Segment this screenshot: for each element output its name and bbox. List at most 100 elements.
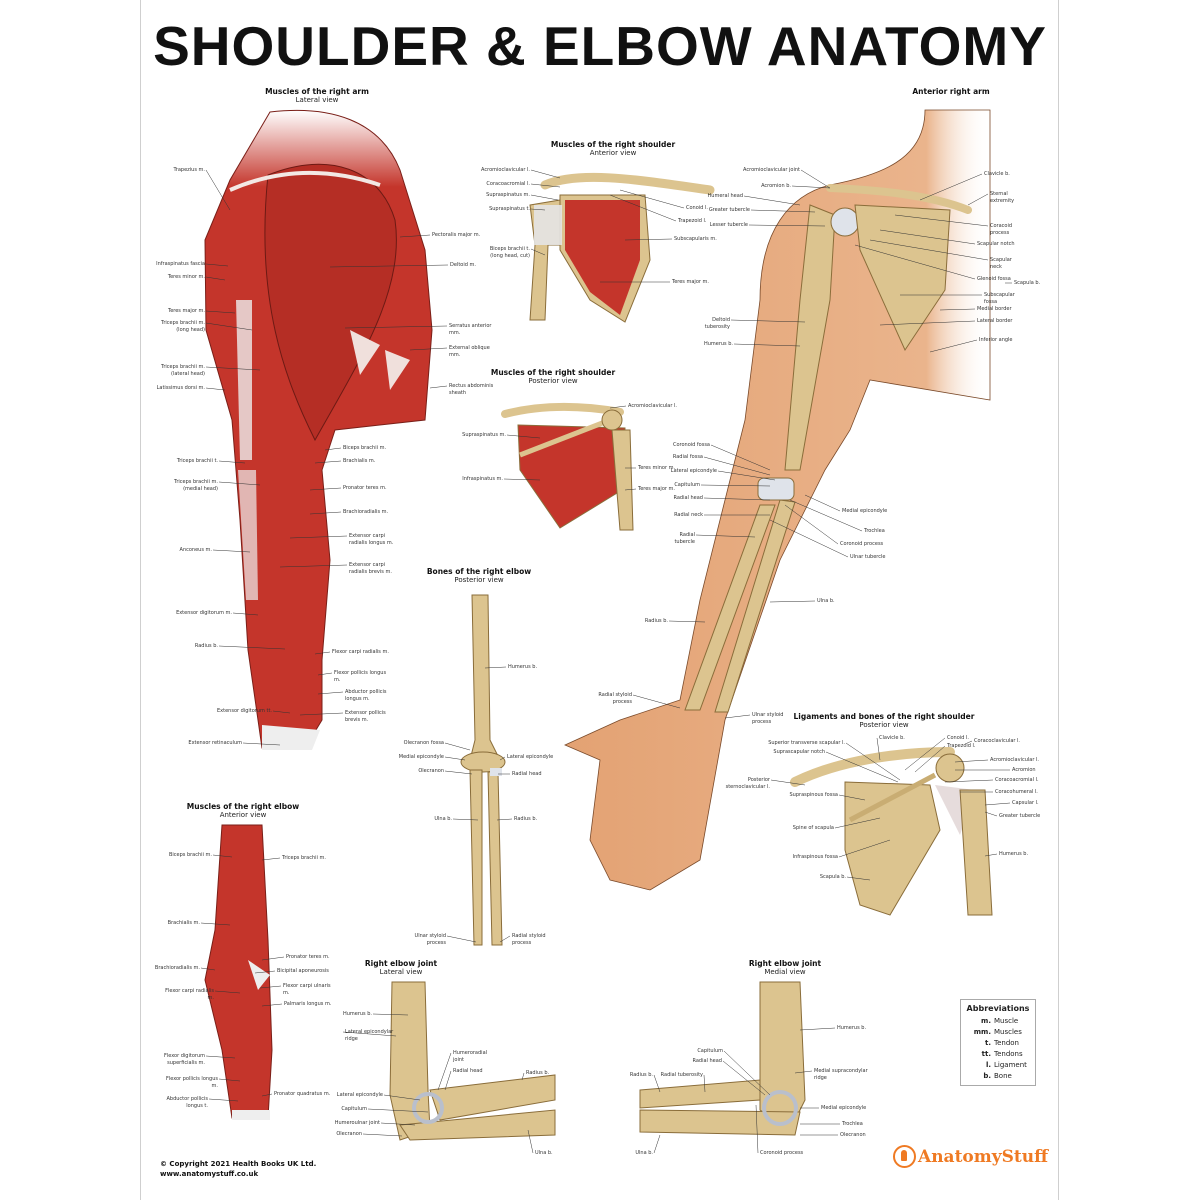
- leader-line: [317, 672, 333, 676]
- anatomy-label: Pronator teres m.: [343, 485, 387, 491]
- leader-line: [919, 173, 983, 201]
- logo-text: AnatomyStuff: [918, 1146, 1049, 1167]
- anatomy-label: Humerus b.: [508, 664, 538, 670]
- anatomy-label: Coronoid process: [840, 541, 884, 547]
- leader-line: [317, 691, 344, 695]
- elbow-joint-lateral-illustration: [389, 981, 556, 1141]
- leader-line: [784, 504, 839, 545]
- leader-line: [609, 405, 627, 409]
- leader-line: [289, 535, 348, 539]
- anatomy-label: Coronoid fossa: [672, 442, 710, 448]
- leader-line: [261, 956, 285, 961]
- leader-line: [437, 1052, 452, 1091]
- leader-line: [846, 876, 871, 881]
- anatomy-label: Radial fossa: [672, 454, 703, 460]
- leader-line: [879, 229, 976, 245]
- abbreviation-meaning: Muscle: [994, 1017, 1019, 1025]
- anatomy-label: Radial tuberosity: [660, 1072, 703, 1078]
- anatomy-label: Acromioclavicular l.: [628, 403, 677, 409]
- abbreviation-meaning: Bone: [994, 1072, 1012, 1080]
- leader-line: [954, 759, 989, 763]
- anatomy-label: Teres major m.: [672, 279, 709, 285]
- leader-line: [521, 1072, 525, 1081]
- leader-line: [205, 387, 226, 391]
- anatomy-label: Infraspinatus m.: [462, 476, 503, 482]
- anatomy-label: Conoid l.: [686, 205, 708, 211]
- leader-line: [530, 208, 546, 211]
- anatomy-label: Acromioclavicular l.: [481, 167, 530, 173]
- anatomy-label: Triceps brachii m. (long head): [161, 320, 205, 333]
- anatomy-label: Supraspinatus t.: [489, 206, 530, 212]
- leader-line: [800, 169, 831, 189]
- leader-line: [261, 1093, 273, 1097]
- leader-line: [344, 325, 448, 329]
- anatomy-label: Extensor retinaculum: [188, 740, 242, 746]
- leader-line: [748, 224, 826, 227]
- anatomy-label: Scapula b.: [1014, 280, 1041, 286]
- anatomy-label: Pronator quadratus m.: [274, 1091, 331, 1097]
- anatomy-label: Brachioradialis m.: [343, 509, 389, 515]
- anatomy-label: Supraspinatus m.: [486, 192, 530, 198]
- anatomy-label: Extensor carpi radialis brevis m.: [349, 562, 392, 575]
- leader-line: [218, 645, 286, 650]
- leader-line: [794, 1070, 813, 1074]
- leader-line: [530, 169, 561, 179]
- leader-line: [530, 248, 546, 256]
- anterior-arm-illustration: [564, 109, 991, 891]
- arm-lateral-title: Muscles of the right arm: [265, 87, 369, 96]
- leader-line: [894, 214, 989, 227]
- abbreviation-row: mm.Muscles: [961, 1027, 1035, 1038]
- leader-line: [876, 737, 881, 761]
- anatomy-label: Triceps brachii m. (medial head): [174, 479, 218, 492]
- anatomy-label: Humerus b.: [999, 851, 1029, 857]
- anatomy-label: Scapula b.: [819, 874, 846, 880]
- anatomy-label: Rectus abdominis sheath: [449, 383, 494, 396]
- leader-line: [205, 169, 231, 211]
- shoulder-anterior-title: Muscles of the right shoulder: [550, 140, 676, 149]
- abbreviation-key: tt.: [981, 1050, 991, 1058]
- anatomy-label: Olecranon fossa: [403, 740, 444, 746]
- anatomy-label: Ulnar styloid process: [752, 712, 784, 725]
- elbow-muscles-anterior-subtitle: Anterior view: [219, 811, 267, 819]
- leader-line: [309, 487, 342, 491]
- leader-line: [503, 478, 541, 481]
- ligaments-posterior-illustration: [790, 747, 993, 916]
- label-leader-lines: [200, 169, 1012, 1154]
- anatomy-label: Coronoid process: [760, 1150, 804, 1156]
- leader-line: [444, 742, 471, 751]
- leader-line: [733, 343, 801, 347]
- leader-line: [367, 1108, 429, 1113]
- anatomy-label: Teres minor m.: [167, 274, 205, 280]
- abbreviations-title: Abbreviations: [966, 1004, 1030, 1013]
- anatomy-label: Radial styloid process: [598, 692, 632, 705]
- leader-line: [530, 194, 559, 201]
- anatomy-label: Latissimus dorsi m.: [156, 385, 205, 391]
- leader-line: [484, 666, 507, 669]
- abbreviation-row: l.Ligament: [961, 1060, 1035, 1071]
- anatomy-label: Olecranon: [840, 1132, 866, 1138]
- shoulder-anterior-illustration: [529, 172, 715, 323]
- anatomy-label: Serratus anterior mm.: [449, 323, 492, 336]
- anatomy-label: Suprascapular notch: [773, 749, 825, 755]
- anatomy-label: Supraspinous fossa: [789, 792, 839, 798]
- leader-line: [838, 839, 891, 858]
- leader-line: [984, 853, 998, 857]
- anatomy-label: Radial head: [673, 495, 703, 501]
- anatomy-label: Extensor carpi radialis longus m.: [349, 533, 394, 546]
- leader-line: [446, 935, 477, 943]
- anatomy-label: Pronator teres m.: [286, 954, 330, 960]
- anatomy-label: Ulna b.: [817, 598, 835, 604]
- abbreviation-key: mm.: [973, 1028, 991, 1036]
- leader-line: [838, 794, 866, 801]
- abbreviation-row: b.Bone: [961, 1071, 1035, 1082]
- anatomy-label: Trochlea: [864, 528, 885, 534]
- lateral-arm-muscle-illustration: [204, 109, 433, 750]
- website-link[interactable]: www.anatomystuff.co.uk: [160, 1170, 259, 1178]
- leader-line: [261, 857, 281, 861]
- anatomy-label: Palmaris longus m.: [284, 1001, 332, 1007]
- arm-anterior-title: Anterior right arm: [912, 87, 990, 96]
- logo-figure-icon: [893, 1145, 916, 1168]
- anatomy-label: Capitulum: [341, 1106, 367, 1112]
